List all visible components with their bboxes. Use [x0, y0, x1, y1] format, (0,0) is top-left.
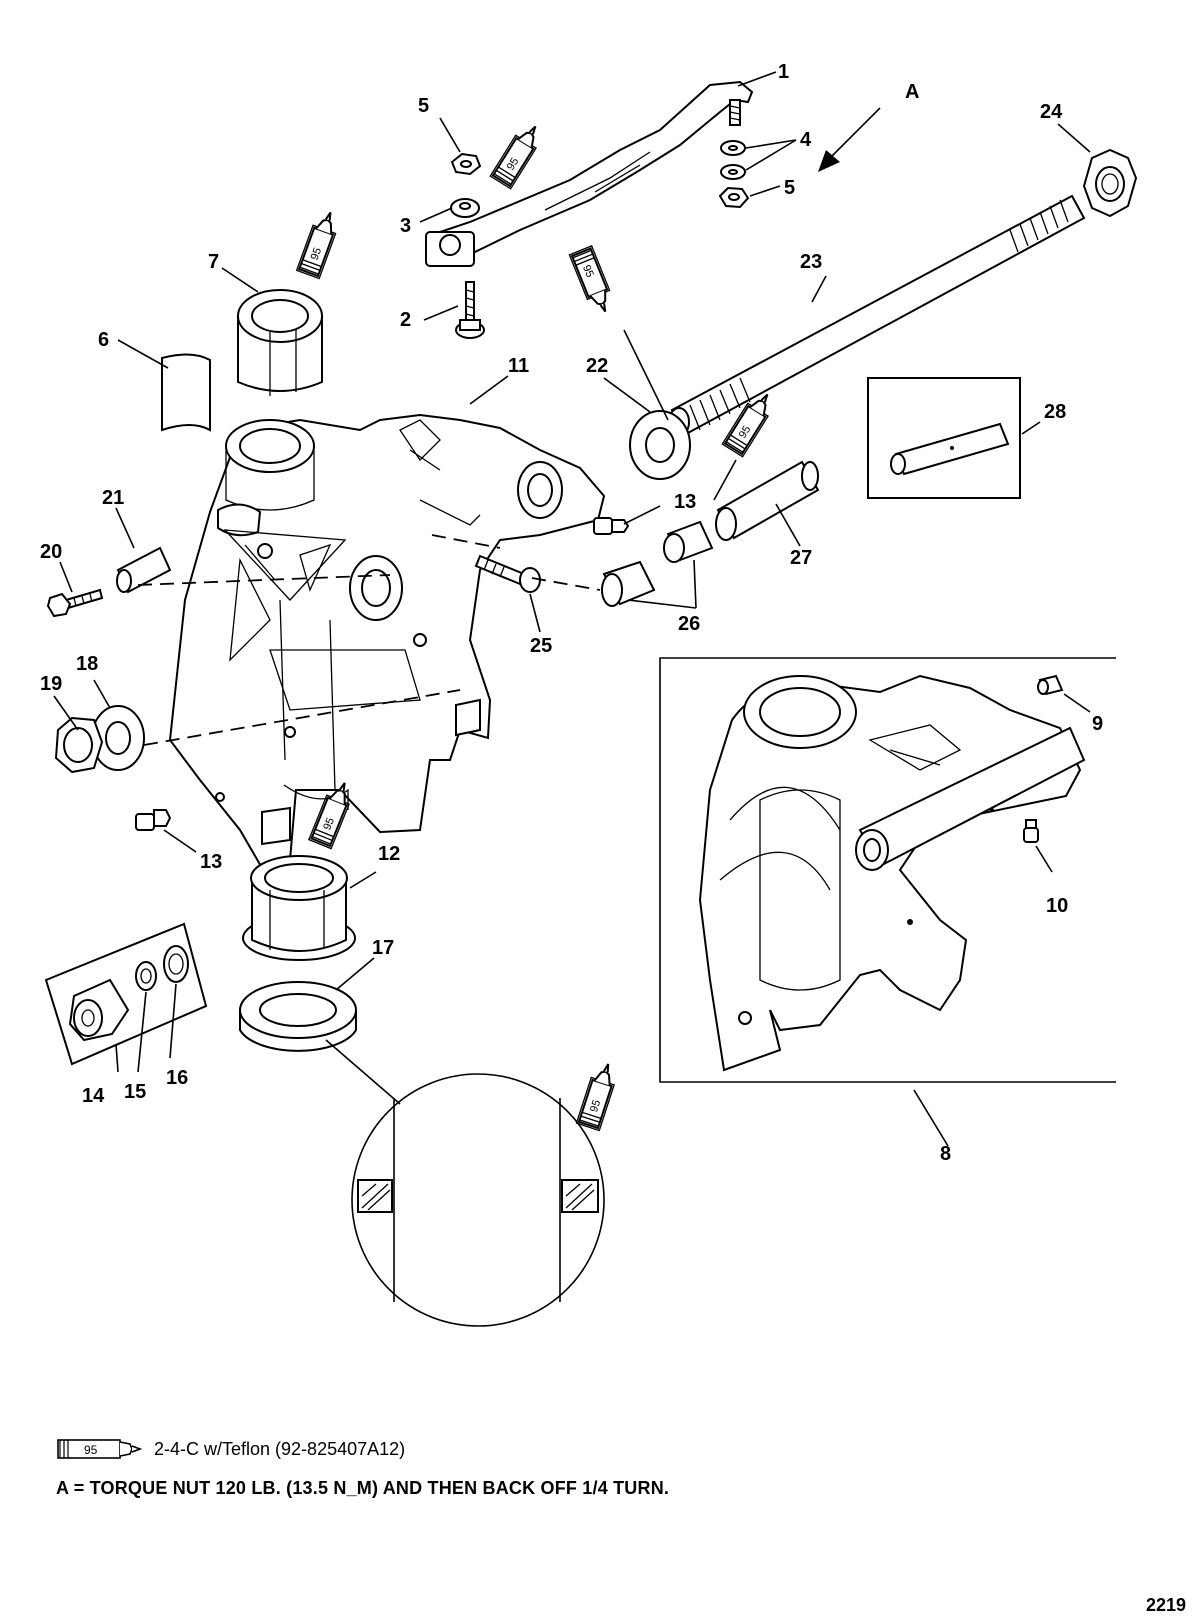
callout-17: 17 [372, 937, 394, 959]
swivel-bracket-11 [168, 413, 606, 870]
callout-5-right: 5 [784, 177, 795, 199]
callout-12: 12 [378, 843, 400, 865]
callout-2: 2 [400, 309, 411, 331]
grease-fitting-10 [1023, 819, 1039, 843]
callout-8: 8 [940, 1143, 951, 1165]
callout-4: 4 [800, 129, 812, 151]
callout-22: 22 [586, 355, 608, 377]
nut-5-right [718, 186, 750, 209]
bolt-20 [46, 588, 104, 618]
callout-21: 21 [102, 487, 124, 509]
callout-19: 19 [40, 673, 62, 695]
bushings-26 [601, 520, 714, 607]
lubricant-tube-5: 95 [307, 777, 357, 850]
callout-26: 26 [678, 613, 700, 635]
svg-text:95: 95 [580, 263, 596, 279]
pin-28-box [867, 377, 1021, 499]
view-a-arrow: A [818, 81, 919, 172]
washer-3 [450, 198, 480, 218]
callout-9: 9 [1092, 713, 1103, 735]
callout-leaders [53, 71, 1091, 1147]
callout-15: 15 [124, 1081, 146, 1103]
lubricant-tube-icon: 95 [57, 1439, 142, 1459]
callout-13-lower: 13 [200, 851, 222, 873]
bracket-8-box [659, 657, 1116, 1083]
callout-6: 6 [98, 329, 109, 351]
nut-19 [54, 716, 104, 774]
seal-detail-circle [325, 1039, 605, 1327]
callout-16: 16 [166, 1067, 188, 1089]
bushing-7 [237, 289, 323, 396]
shim-6 [161, 353, 211, 432]
svg-text:95: 95 [737, 424, 754, 441]
callout-25: 25 [530, 635, 552, 657]
callout-11: 11 [508, 355, 529, 377]
callout-10: 10 [1046, 895, 1068, 917]
pin-27 [715, 460, 820, 541]
view-letter: A [905, 81, 919, 103]
callout-7: 7 [208, 251, 219, 273]
svg-text:95: 95 [84, 1443, 98, 1457]
callout-1: 1 [778, 61, 789, 83]
svg-text:95: 95 [309, 246, 324, 262]
washer-18 [91, 705, 145, 771]
callout-labels: 1 2 3 4 5 5 6 7 8 9 10 11 12 13 13 14 15… [40, 61, 1103, 1165]
lubricant-tube-6: 95 [575, 1059, 621, 1132]
seal-17 [239, 981, 357, 1052]
torque-note: A = TORQUE NUT 120 LB. (13.5 N_M) AND TH… [56, 1478, 670, 1498]
callout-28: 28 [1044, 401, 1066, 423]
nut-24 [1082, 148, 1138, 218]
page-number: 2219 [1145, 1595, 1186, 1615]
callout-14: 14 [82, 1085, 105, 1107]
svg-text:95: 95 [321, 816, 337, 832]
grease-fitting-13-upper [593, 517, 630, 535]
bushing-12 [242, 855, 356, 961]
callout-5-left: 5 [418, 95, 429, 117]
legend-text: 2-4-C w/Teflon (92-825407A12) [154, 1438, 406, 1459]
lubricant-tube-4: 95 [721, 387, 779, 458]
washer-22 [629, 410, 691, 480]
bolt-2 [455, 281, 485, 339]
bushing-9 [1037, 674, 1064, 696]
bolt-25 [474, 554, 541, 593]
callout-18: 18 [76, 653, 98, 675]
lubricant-tube-3: 95 [568, 244, 618, 318]
callout-24: 24 [1040, 101, 1063, 123]
steering-link-arm [425, 80, 754, 267]
nut-5-left [450, 152, 482, 176]
spacer-21 [116, 546, 172, 594]
callout-27: 27 [790, 547, 812, 569]
grease-fitting-13-lower [135, 809, 172, 831]
callout-20: 20 [40, 541, 62, 563]
callout-3: 3 [400, 215, 411, 237]
svg-text:95: 95 [505, 156, 522, 173]
lubricant-legend: 95 2-4-C w/Teflon (92-825407A12) [56, 1434, 405, 1464]
kit-box-14-16 [44, 922, 208, 1066]
lubricant-tube-1: 95 [489, 119, 547, 190]
lubricant-tube-2: 95 [295, 207, 343, 280]
callout-23: 23 [800, 251, 822, 273]
svg-text:95: 95 [588, 1098, 603, 1113]
callout-13-upper: 13 [674, 491, 696, 513]
washers-4 [720, 140, 746, 180]
